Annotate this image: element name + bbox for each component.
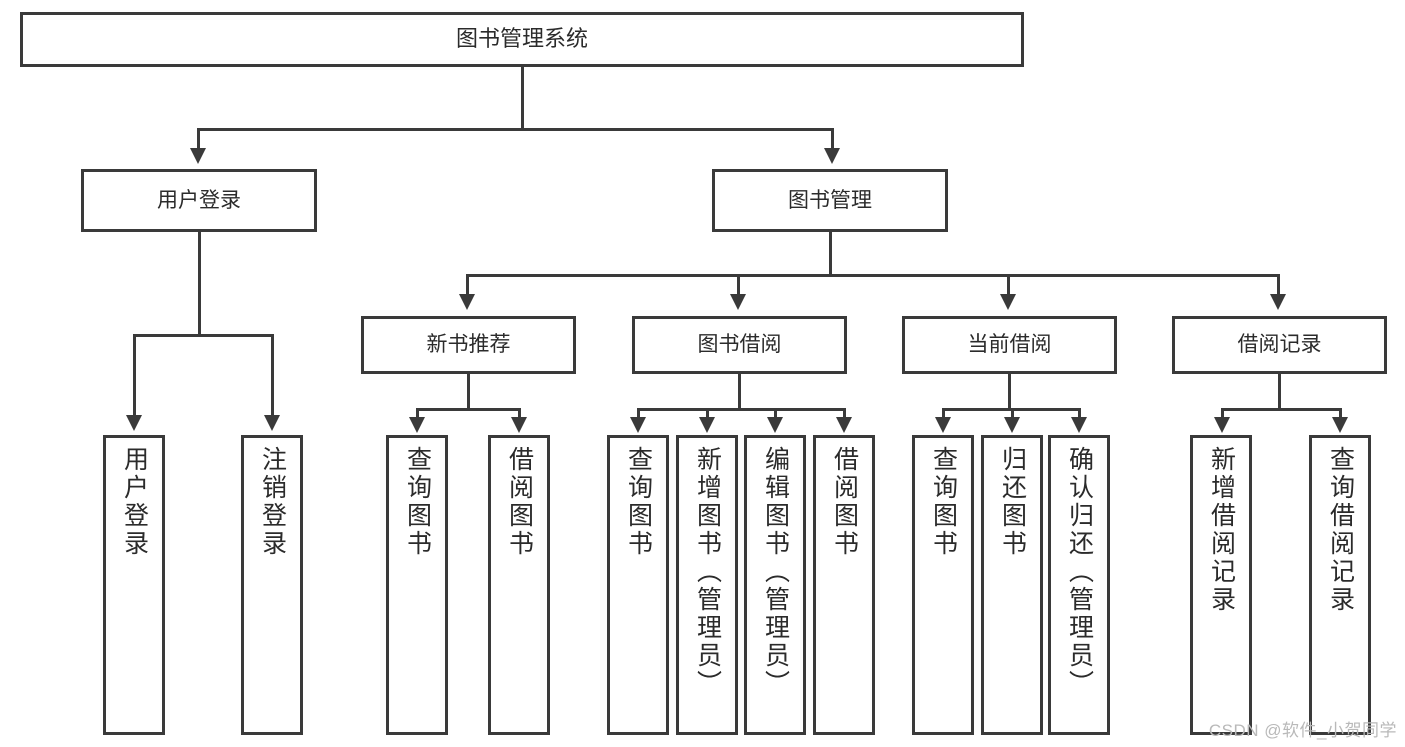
arrow-bm-to-new-book xyxy=(459,294,475,310)
node-label: 归还图书 xyxy=(998,446,1027,558)
arrow-bb-to-leaf-2 xyxy=(699,417,715,433)
arrow-br-to-leaf-2 xyxy=(1332,417,1348,433)
arrow-bb-to-leaf-1 xyxy=(630,417,646,433)
edge-br-to-leaf-1 xyxy=(1221,408,1224,420)
edge-user-login-to-leaf-1 xyxy=(133,334,136,418)
leaf-borrow-book-2[interactable]: 借阅图书 xyxy=(813,435,875,735)
arrow-bm-to-book-borrow xyxy=(730,294,746,310)
node-borrow-record[interactable]: 借阅记录 xyxy=(1172,316,1387,374)
edge-book-borrow-stem xyxy=(738,374,741,410)
node-root-book-management-system[interactable]: 图书管理系统 xyxy=(20,12,1024,67)
edge-root-stem xyxy=(521,67,524,130)
leaf-return-book[interactable]: 归还图书 xyxy=(981,435,1043,735)
node-label: 用户登录 xyxy=(157,188,241,212)
edge-root-bus xyxy=(197,128,834,131)
edge-bb-to-leaf-4 xyxy=(843,408,846,420)
node-label: 用户登录 xyxy=(120,446,149,558)
leaf-user-login[interactable]: 用户登录 xyxy=(103,435,165,735)
leaf-add-book[interactable]: 新增图书（管理员） xyxy=(676,435,738,735)
leaf-logout-login[interactable]: 注销登录 xyxy=(241,435,303,735)
edge-borrow-record-bus xyxy=(1221,408,1341,411)
edge-cb-to-leaf-1 xyxy=(942,408,945,420)
arrow-root-to-user-login xyxy=(190,148,206,164)
leaf-query-book-3[interactable]: 查询图书 xyxy=(912,435,974,735)
arrow-new-book-to-leaf-2 xyxy=(511,417,527,433)
node-label: 借阅图书 xyxy=(830,446,859,558)
node-label: 图书借阅 xyxy=(697,333,782,357)
edge-new-book-to-leaf-1 xyxy=(416,408,419,420)
edge-book-management-bus xyxy=(466,274,1280,277)
arrow-user-login-to-leaf-2 xyxy=(264,415,280,431)
edge-cb-to-leaf-2 xyxy=(1011,408,1014,420)
edge-bb-to-leaf-2 xyxy=(706,408,709,420)
arrow-cb-to-leaf-3 xyxy=(1071,417,1087,433)
arrow-bm-to-borrow-record xyxy=(1270,294,1286,310)
edge-current-borrow-stem xyxy=(1008,374,1011,410)
node-label: 查询图书 xyxy=(624,446,653,558)
node-label: 图书管理 xyxy=(788,188,872,212)
edge-book-borrow-bus xyxy=(637,408,846,411)
edge-user-login-to-leaf-2 xyxy=(271,334,274,418)
leaf-borrow-book-1[interactable]: 借阅图书 xyxy=(488,435,550,735)
edge-bm-to-book-borrow xyxy=(737,274,740,297)
edge-bb-to-leaf-1 xyxy=(637,408,640,420)
node-new-book-recommend[interactable]: 新书推荐 xyxy=(361,316,576,374)
arrow-cb-to-leaf-2 xyxy=(1004,417,1020,433)
node-book-management[interactable]: 图书管理 xyxy=(712,169,948,232)
edge-cb-to-leaf-3 xyxy=(1078,408,1081,420)
node-label: 确认归还（管理员） xyxy=(1065,446,1094,698)
arrow-root-to-book-management xyxy=(824,148,840,164)
edge-bm-to-current-borrow xyxy=(1007,274,1010,297)
edge-book-management-stem xyxy=(829,232,832,277)
arrow-bm-to-current-borrow xyxy=(1000,294,1016,310)
leaf-query-record[interactable]: 查询借阅记录 xyxy=(1309,435,1371,735)
arrow-new-book-to-leaf-1 xyxy=(409,417,425,433)
edge-borrow-record-stem xyxy=(1278,374,1281,410)
edge-bm-to-borrow-record xyxy=(1277,274,1280,297)
edge-root-to-book-management xyxy=(831,128,834,151)
leaf-query-book-1[interactable]: 查询图书 xyxy=(386,435,448,735)
node-label: 新书推荐 xyxy=(426,333,511,357)
node-label: 新增借阅记录 xyxy=(1207,446,1236,614)
node-book-borrow[interactable]: 图书借阅 xyxy=(632,316,847,374)
node-label: 借阅记录 xyxy=(1237,333,1322,357)
leaf-confirm-return[interactable]: 确认归还（管理员） xyxy=(1048,435,1110,735)
node-label: 查询图书 xyxy=(929,446,958,558)
arrow-cb-to-leaf-1 xyxy=(935,417,951,433)
edge-bb-to-leaf-3 xyxy=(774,408,777,420)
node-label: 新增图书（管理员） xyxy=(693,446,722,698)
csdn-watermark: CSDN @软件_小贺同学 xyxy=(1208,721,1397,740)
edge-br-to-leaf-2 xyxy=(1339,408,1342,420)
node-user-login[interactable]: 用户登录 xyxy=(81,169,317,232)
node-label: 当前借阅 xyxy=(967,333,1052,357)
edge-root-to-user-login xyxy=(197,128,200,151)
node-label: 注销登录 xyxy=(258,446,287,558)
node-current-borrow[interactable]: 当前借阅 xyxy=(902,316,1117,374)
arrow-bb-to-leaf-3 xyxy=(767,417,783,433)
edge-bm-to-new-book xyxy=(466,274,469,297)
arrow-br-to-leaf-1 xyxy=(1214,417,1230,433)
edge-user-login-bus xyxy=(133,334,273,337)
node-label: 编辑图书（管理员） xyxy=(761,446,790,698)
edge-user-login-stem xyxy=(198,232,201,336)
node-label: 图书管理系统 xyxy=(455,26,588,52)
leaf-add-record[interactable]: 新增借阅记录 xyxy=(1190,435,1252,735)
edge-new-book-stem xyxy=(467,374,470,410)
edge-new-book-bus xyxy=(416,408,520,411)
leaf-query-book-2[interactable]: 查询图书 xyxy=(607,435,669,735)
leaf-edit-book[interactable]: 编辑图书（管理员） xyxy=(744,435,806,735)
node-label: 查询图书 xyxy=(403,446,432,558)
node-label: 查询借阅记录 xyxy=(1326,446,1355,614)
arrow-user-login-to-leaf-1 xyxy=(126,415,142,431)
arrow-bb-to-leaf-4 xyxy=(836,417,852,433)
node-label: 借阅图书 xyxy=(505,446,534,558)
edge-new-book-to-leaf-2 xyxy=(518,408,521,420)
